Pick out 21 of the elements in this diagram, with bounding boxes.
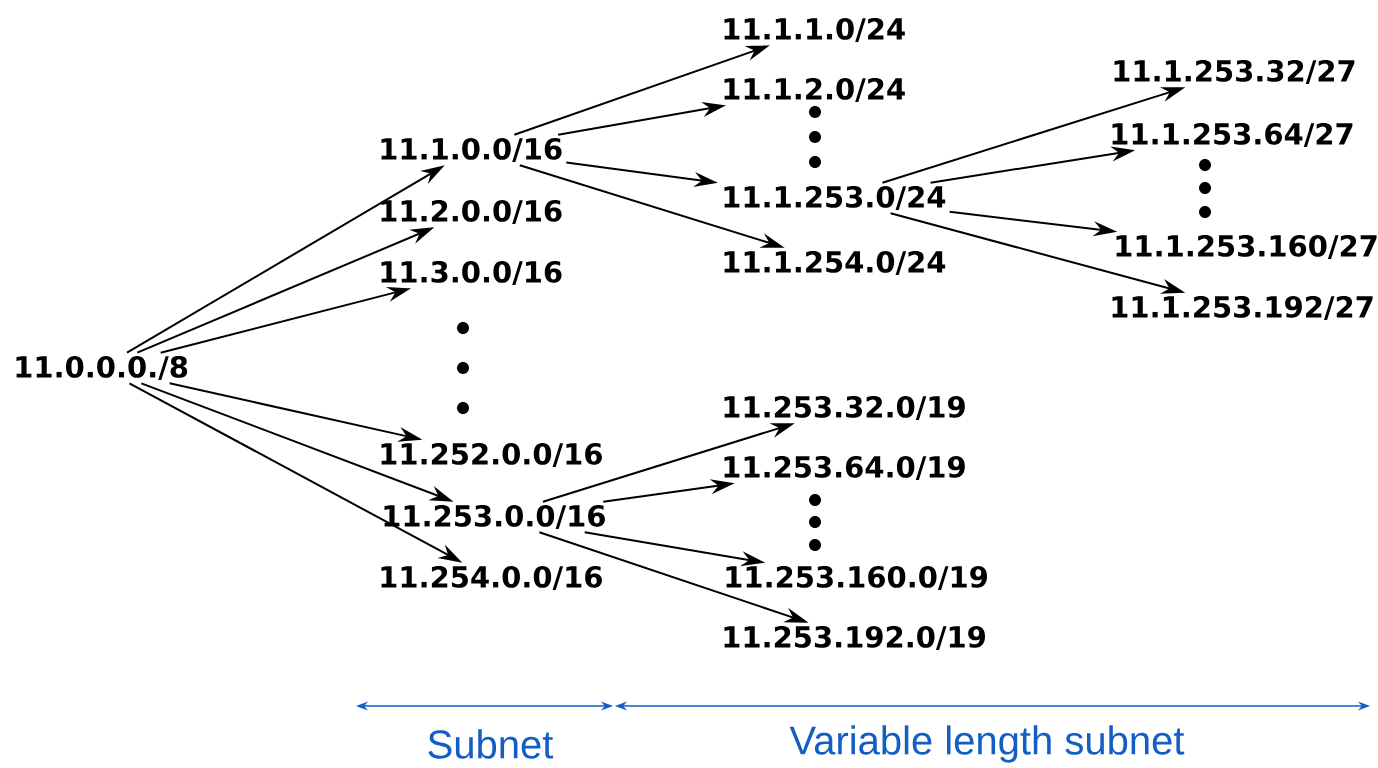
address-text: 11.1.253.192/27 bbox=[1112, 295, 1373, 321]
address-text: 11.1.1.0/24 bbox=[724, 17, 905, 43]
address-text: 11.253.160.0/19 bbox=[726, 565, 987, 591]
address-text: 11.1.0.0/16 bbox=[381, 137, 562, 163]
address-text: 11.1.253.160/27 bbox=[1116, 234, 1377, 260]
address-text: 11.253.32.0/19 bbox=[724, 395, 965, 421]
address-text: 11.1.253.64/27 bbox=[1112, 122, 1353, 148]
address-text: 11.253.64.0/19 bbox=[724, 455, 965, 481]
address-text: 11.0.0.0./8 bbox=[16, 355, 188, 381]
address-text: 11.1.253.0/24 bbox=[724, 185, 946, 211]
address-text: 11.1.2.0/24 bbox=[724, 77, 905, 103]
address-text: 11.3.0.0/16 bbox=[381, 260, 562, 286]
address-text: 11.252.0.0/16 bbox=[381, 442, 602, 468]
address-text: 11.254.0.0/16 bbox=[381, 565, 602, 591]
span-label: Variable length subnet bbox=[789, 725, 1185, 763]
address-text: 11.253.192.0/19 bbox=[724, 625, 985, 651]
span-label: Subnet bbox=[428, 729, 554, 759]
address-text: 11.1.253.32/27 bbox=[1114, 59, 1355, 85]
address-text: 11.253.0.0/16 bbox=[384, 504, 605, 530]
address-text: 11.2.0.0/16 bbox=[381, 199, 562, 225]
address-text: 11.1.254.0/24 bbox=[724, 250, 946, 276]
